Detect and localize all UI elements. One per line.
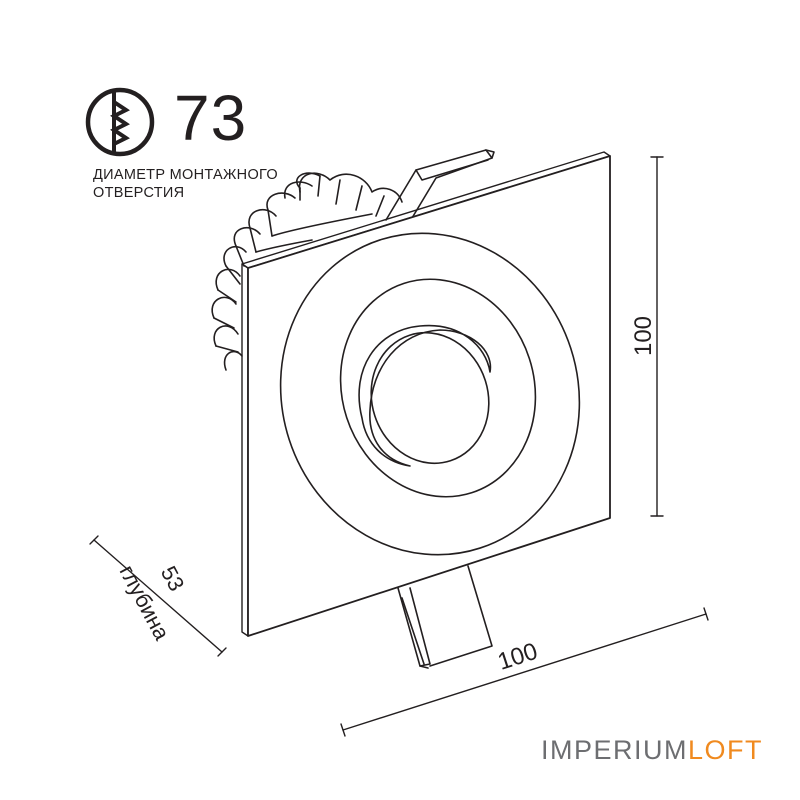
cutout-caption-line-1: ДИАМЕТР МОНТАЖНОГО xyxy=(93,167,278,183)
drill-hole-icon xyxy=(84,86,156,158)
lens xyxy=(370,331,490,465)
width-dimension xyxy=(340,607,709,737)
spring-clip-top xyxy=(385,149,495,229)
brand-logo-part2: LOFT xyxy=(688,735,764,765)
brand-logo: IMPERIUMLOFT xyxy=(541,732,763,768)
cutout-caption-line-2: ОТВЕРСТИЯ xyxy=(93,185,185,201)
depth-label: 53 xyxy=(156,562,190,595)
height-dimension xyxy=(650,156,664,517)
cutout-diameter-value: 73 xyxy=(174,82,248,154)
outer-ring xyxy=(279,232,581,556)
spring-clip-bottom xyxy=(397,565,493,669)
depth-dimension xyxy=(89,535,227,657)
cutout-caption: ДИАМЕТР МОНТАЖНОГО ОТВЕРСТИЯ xyxy=(93,166,278,202)
middle-ring xyxy=(339,278,537,498)
width-label: 100 xyxy=(494,638,540,676)
height-label: 100 xyxy=(630,316,657,356)
brand-logo-part1: IMPERIUM xyxy=(541,735,688,765)
heatsink xyxy=(211,172,403,371)
lens-bevel xyxy=(358,324,492,467)
